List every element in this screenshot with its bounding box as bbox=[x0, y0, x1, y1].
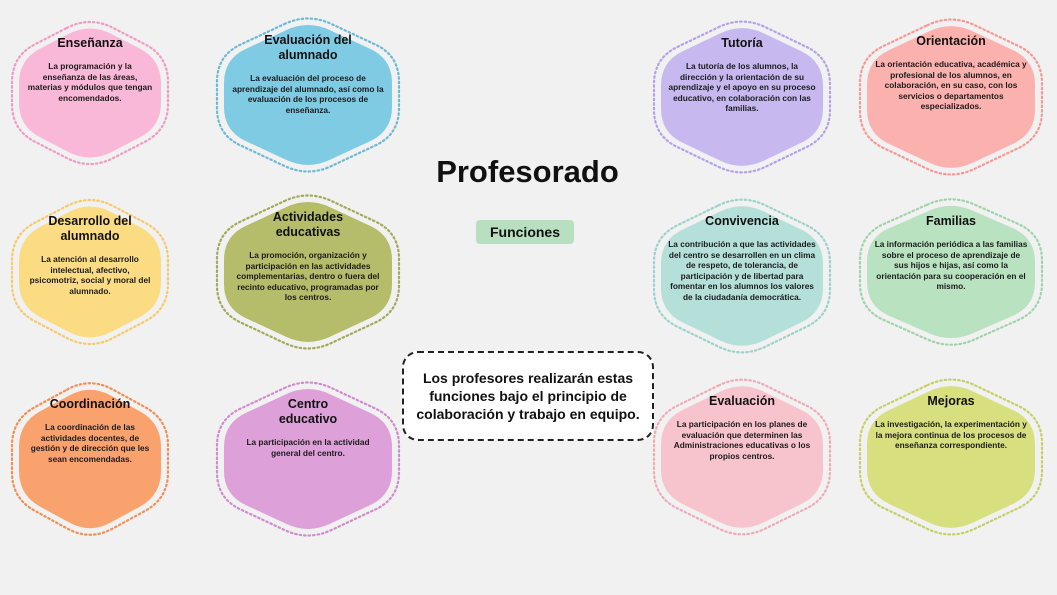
hexagon-shape bbox=[215, 194, 401, 350]
hexagon-shape bbox=[858, 378, 1044, 536]
hexagon-content: Enseñanza La programación y la enseñanza … bbox=[26, 14, 154, 172]
hexagon-shape bbox=[858, 198, 1044, 346]
hexagon-title: Enseñanza bbox=[57, 36, 123, 50]
hexagon-dotted-border bbox=[858, 378, 1044, 536]
hexagon-content: Desarrollo del alumnado La atención al de… bbox=[26, 192, 154, 352]
hexagon-description: La información periódica a las familias … bbox=[874, 239, 1028, 291]
hexagon-title: Tutoría bbox=[721, 36, 763, 50]
hexagon-fill bbox=[224, 25, 392, 165]
hexagon-content: Convivencia La contribución a que las act… bbox=[668, 192, 816, 360]
hexagon-title: Convivencia bbox=[705, 214, 779, 228]
hexagon-content: Familias La información periódica a las f… bbox=[874, 192, 1028, 352]
hexagon-dotted-border bbox=[652, 20, 832, 174]
hexagon-title: Orientación bbox=[916, 34, 986, 48]
hexagon-content: Centro educativo La participación en la a… bbox=[231, 375, 385, 543]
hexagon-fill bbox=[661, 386, 823, 528]
hexagon-title: Actividades educativas bbox=[272, 210, 344, 239]
hexagon-description: La participación en los planes de evalua… bbox=[673, 419, 811, 461]
hex-tutoria: Tutoría La tutoría de los alumnos, la dir… bbox=[652, 14, 832, 180]
hexagon-title: Mejoras bbox=[927, 394, 975, 408]
hexagon-description: La atención al desarrollo intelectual, a… bbox=[29, 254, 151, 296]
hex-evaluacion-alumnado: Evaluación del alumnado La evaluación del… bbox=[215, 11, 401, 179]
hexagon-content: Evaluación del alumnado La evaluación del… bbox=[231, 11, 385, 179]
hex-desarrollo-alumnado: Desarrollo del alumnado La atención al de… bbox=[10, 192, 170, 352]
hexagon-description: La coordinación de las actividades docen… bbox=[30, 422, 150, 464]
hexagon-title: Evaluación del alumnado bbox=[264, 33, 352, 62]
hexagon-shape bbox=[10, 198, 170, 346]
hexagon-shape bbox=[652, 198, 832, 354]
hexagon-description: La investigación, la experimentación y l… bbox=[875, 419, 1027, 450]
hex-familias: Familias La información periódica a las f… bbox=[858, 192, 1044, 352]
functions-badge: Funciones bbox=[476, 220, 574, 244]
hex-centro-educativo: Centro educativo La participación en la a… bbox=[215, 375, 401, 543]
hexagon-title: Centro educativo bbox=[278, 397, 338, 426]
hexagon-shape bbox=[652, 20, 832, 174]
hexagon-dotted-border bbox=[215, 194, 401, 350]
hexagon-fill bbox=[661, 206, 823, 346]
hex-coordinacion: Coordinación La coordinación de las activ… bbox=[10, 375, 170, 543]
hexagon-dotted-border bbox=[215, 381, 401, 537]
hexagon-description: La participación en la actividad general… bbox=[246, 437, 370, 458]
hexagon-fill bbox=[224, 389, 392, 529]
hex-mejoras: Mejoras La investigación, la experimentac… bbox=[858, 372, 1044, 542]
hexagon-fill bbox=[867, 386, 1035, 528]
hexagon-dotted-border bbox=[652, 198, 832, 354]
hex-convivencia: Convivencia La contribución a que las act… bbox=[652, 192, 832, 360]
hexagon-fill bbox=[224, 202, 392, 342]
hexagon-description: La orientación educativa, académica y pr… bbox=[875, 59, 1027, 111]
page-title: Profesorado bbox=[436, 154, 619, 189]
hexagon-title: Evaluación bbox=[709, 394, 775, 408]
hexagon-dotted-border bbox=[858, 198, 1044, 346]
hexagon-dotted-border bbox=[858, 18, 1044, 176]
hexagon-fill bbox=[661, 28, 823, 166]
hexagon-title: Familias bbox=[925, 214, 977, 228]
hexagon-shape bbox=[858, 18, 1044, 176]
hex-ensenanza: Enseñanza La programación y la enseñanza … bbox=[10, 14, 170, 172]
hexagon-fill bbox=[867, 205, 1035, 339]
hexagon-fill bbox=[19, 206, 161, 338]
hexagon-content: Orientación La orientación educativa, aca… bbox=[874, 12, 1028, 182]
hex-evaluacion: Evaluación La participación en los planes… bbox=[652, 372, 832, 542]
hexagon-content: Actividades educativas La promoción, orga… bbox=[231, 188, 385, 356]
hexagon-dotted-border bbox=[215, 17, 401, 173]
hexagon-shape bbox=[215, 17, 401, 173]
hexagon-fill bbox=[19, 389, 161, 529]
hexagon-shape bbox=[10, 20, 170, 166]
hex-actividades-educativas: Actividades educativas La promoción, orga… bbox=[215, 188, 401, 356]
hexagon-dotted-border bbox=[652, 378, 832, 536]
hexagon-content: Evaluación La participación en los planes… bbox=[668, 372, 816, 542]
hexagon-dotted-border bbox=[10, 20, 170, 166]
hexagon-fill bbox=[867, 26, 1035, 168]
hexagon-shape bbox=[652, 378, 832, 536]
hexagon-title: Desarrollo del alumnado bbox=[48, 214, 132, 243]
hexagon-description: La contribución a que las actividades de… bbox=[668, 239, 816, 302]
hexagon-description: La tutoría de los alumnos, la dirección … bbox=[668, 61, 816, 113]
hexagon-shape bbox=[215, 381, 401, 537]
hexagon-dotted-border bbox=[10, 382, 170, 536]
hexagon-content: Coordinación La coordinación de las activ… bbox=[26, 375, 154, 543]
hexagon-content: Mejoras La investigación, la experimentac… bbox=[874, 372, 1028, 542]
hexagon-description: La promoción, organización y participaci… bbox=[236, 250, 380, 302]
hexagon-content: Tutoría La tutoría de los alumnos, la dir… bbox=[668, 14, 816, 180]
hexagon-description: La programación y la enseñanza de las ár… bbox=[27, 61, 153, 103]
hexagon-title: Coordinación bbox=[49, 397, 131, 411]
hexagon-shape bbox=[10, 382, 170, 536]
hexagon-dotted-border bbox=[10, 198, 170, 346]
hex-orientacion: Orientación La orientación educativa, aca… bbox=[858, 12, 1044, 182]
hexagon-fill bbox=[19, 28, 161, 158]
collaboration-note: Los profesores realizarán estas funcione… bbox=[402, 351, 654, 441]
hexagon-description: La evaluación del proceso de aprendizaje… bbox=[232, 73, 384, 115]
